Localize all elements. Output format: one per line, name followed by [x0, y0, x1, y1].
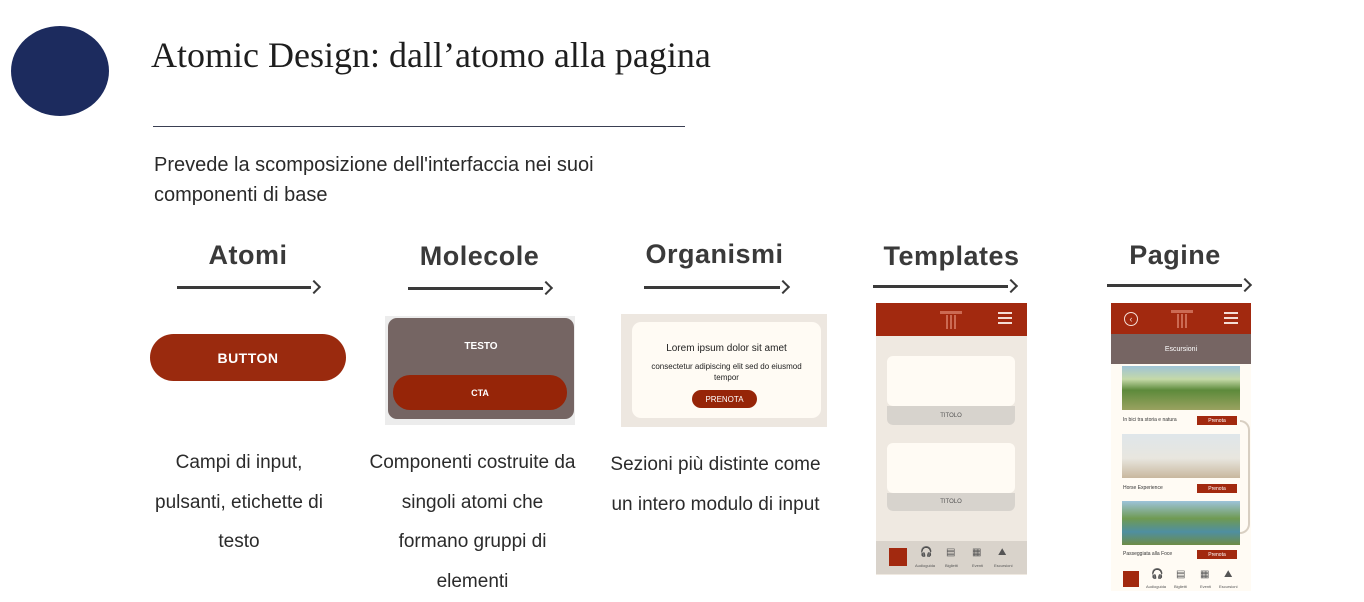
- excursion-label: Passeggiata alla Foce: [1123, 551, 1173, 557]
- back-icon[interactable]: ‹: [1124, 312, 1138, 326]
- excursion-prenota-button[interactable]: Prenota: [1197, 550, 1237, 559]
- slide-title: Atomic Design: dall’atomo alla pagina: [151, 35, 711, 75]
- step-label-atomi: Atomi: [208, 240, 288, 270]
- step-label-organismi: Organismi: [645, 239, 784, 269]
- nav-logo-icon[interactable]: [889, 548, 907, 566]
- right-arrow-icon: [177, 279, 322, 295]
- decorative-circle: [11, 26, 109, 116]
- hiker-icon[interactable]: ⛰: [998, 547, 1007, 558]
- page-section-title: Escursioni: [1111, 334, 1251, 364]
- menu-icon[interactable]: [998, 312, 1012, 324]
- excursion-photo-river: [1122, 501, 1240, 545]
- right-arrow-icon: [873, 278, 1019, 294]
- excursion-label: In bici tra storia e natura: [1123, 417, 1177, 423]
- template-card-label-1: TITOLO: [887, 406, 1015, 425]
- menu-icon[interactable]: [1224, 312, 1238, 324]
- step-label-molecole: Molecole: [419, 241, 540, 271]
- column-logo-icon: [940, 308, 962, 330]
- column-logo-icon: [1171, 307, 1193, 329]
- molecule-text: TESTO: [464, 341, 498, 352]
- nav-label-escursioni: Escursioni: [1219, 584, 1238, 589]
- headphones-icon[interactable]: 🎧: [1151, 569, 1164, 580]
- template-card-1: [887, 356, 1015, 406]
- right-arrow-icon: [408, 280, 554, 296]
- step-desc-molecole: Componenti costruite da singoli atomi ch…: [369, 452, 576, 592]
- ticket-icon[interactable]: ▤: [946, 547, 956, 558]
- organism-prenota-button[interactable]: PRENOTA: [692, 390, 757, 408]
- step-desc-organismi: Sezioni più distinte come un intero modu…: [610, 454, 821, 515]
- nav-label-eventi: Eventi: [1200, 584, 1212, 589]
- slide-subtitle: Prevede la scomposizione dell'interfacci…: [154, 154, 594, 206]
- nav-label-biglietti: Biglietti: [1174, 584, 1187, 589]
- excursion-prenota-button[interactable]: Prenota: [1197, 416, 1237, 425]
- title-divider: [153, 126, 685, 127]
- step-label-templates: Templates: [883, 241, 1020, 271]
- nav-label-audioguida: Audioguida: [1146, 584, 1167, 589]
- calendar-icon[interactable]: ▦: [972, 547, 982, 558]
- nav-label-eventi: Eventi: [972, 563, 984, 568]
- excursion-photo-bike: [1122, 366, 1240, 410]
- step-desc-atomi: Campi di input, pulsanti, etichette di t…: [155, 452, 323, 552]
- nav-label-biglietti: Biglietti: [945, 563, 958, 568]
- molecule-cta-button[interactable]: CTA: [393, 375, 567, 410]
- organism-heading: Lorem ipsum dolor sit amet: [666, 343, 787, 354]
- excursion-label: Horse Experience: [1123, 485, 1163, 491]
- right-arrow-icon: [644, 279, 791, 295]
- calendar-icon[interactable]: ▦: [1200, 569, 1210, 580]
- organism-body: consectetur adipiscing elit sed do eiusm…: [651, 362, 802, 382]
- nav-label-escursioni: Escursioni: [994, 563, 1013, 568]
- template-card-label-2: TITOLO: [887, 493, 1015, 511]
- excursion-prenota-button[interactable]: Prenota: [1197, 484, 1237, 493]
- headphones-icon[interactable]: 🎧: [920, 547, 933, 558]
- hiker-icon[interactable]: ⛰: [1224, 569, 1233, 580]
- carousel-edge: [1240, 420, 1250, 534]
- template-phone-mockup: [876, 303, 1027, 575]
- ticket-icon[interactable]: ▤: [1176, 569, 1186, 580]
- atom-example-button[interactable]: BUTTON: [150, 334, 346, 381]
- right-arrow-icon: [1107, 277, 1253, 293]
- nav-logo-icon[interactable]: [1123, 571, 1139, 587]
- step-label-pagine: Pagine: [1129, 240, 1221, 270]
- excursion-photo-horse: [1122, 434, 1240, 478]
- template-card-2: [887, 443, 1015, 493]
- nav-label-audioguida: Audioguida: [915, 563, 936, 568]
